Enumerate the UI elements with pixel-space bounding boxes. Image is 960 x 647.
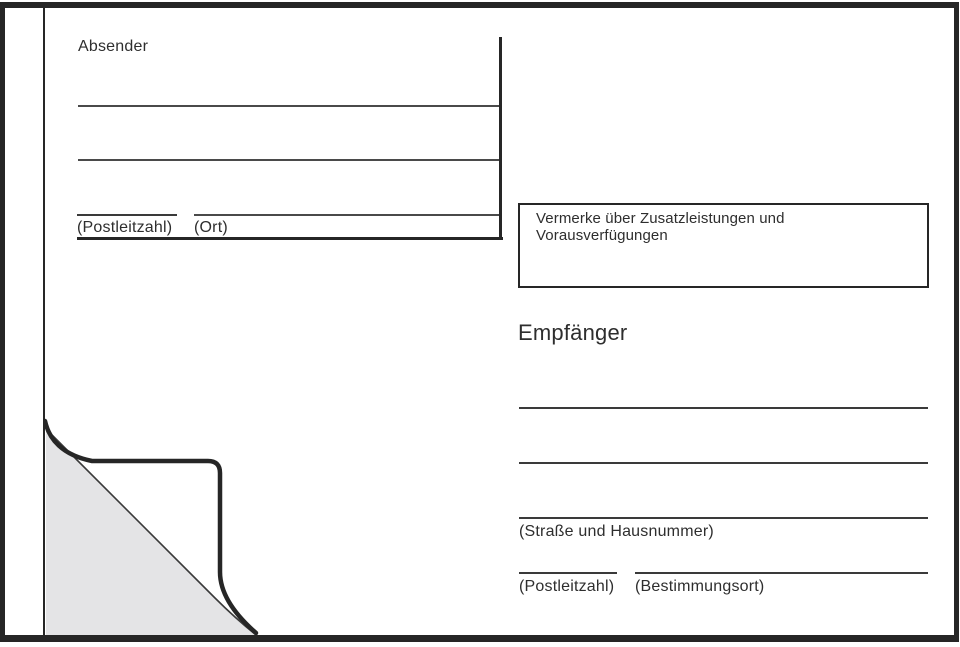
remarks-label: Vermerke über Zusatzleistungen und Vorau… [536, 210, 785, 244]
sender-block-right-edge [499, 37, 502, 240]
sender-city-line[interactable] [194, 214, 502, 216]
recipient-destination-line[interactable] [635, 572, 928, 574]
recipient-destination-label: (Bestimmungsort) [635, 578, 765, 595]
remarks-box[interactable]: Vermerke über Zusatzleistungen und Vorau… [518, 203, 929, 288]
recipient-postal-code-label: (Postleitzahl) [519, 578, 615, 595]
recipient-postal-code-line[interactable] [519, 572, 617, 574]
fold-corner-outline [44, 418, 259, 636]
folded-corner-graphic [44, 418, 261, 640]
sender-postal-code-line[interactable] [77, 214, 177, 216]
left-fold-edge-line [43, 8, 45, 635]
recipient-line-1[interactable] [519, 407, 928, 409]
recipient-street-line[interactable] [519, 517, 928, 519]
recipient-line-2[interactable] [519, 462, 928, 464]
sender-city-label: (Ort) [194, 219, 228, 236]
recipient-street-label: (Straße und Hausnummer) [519, 523, 714, 540]
sender-title: Absender [78, 38, 149, 55]
sender-line-1[interactable] [78, 105, 500, 107]
sender-block-bottom-edge [77, 237, 503, 240]
sender-line-2[interactable] [78, 159, 500, 161]
recipient-title: Empfänger [518, 320, 628, 345]
sender-postal-code-label: (Postleitzahl) [77, 219, 173, 236]
fold-shadow-triangle [46, 429, 260, 640]
